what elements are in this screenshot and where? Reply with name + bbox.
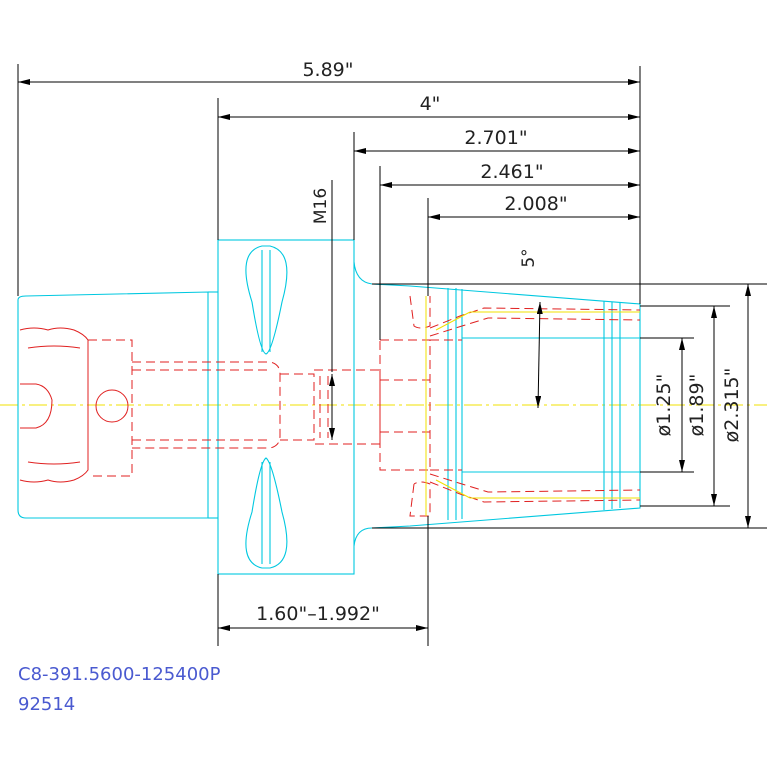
dim-adjust-range: 1.60"–1.992" (256, 603, 380, 625)
dim-angle: 5° (519, 248, 539, 267)
dimension-lines (18, 79, 751, 631)
dim-overall-length: 5.89" (302, 59, 353, 81)
dim-2701: 2.701" (464, 127, 527, 149)
part-number: C8-391.5600-125400P (18, 664, 221, 685)
holder-outline (17, 239, 641, 575)
dim-thread: M16 (311, 188, 331, 224)
dim-dia-2315: ø2.315" (721, 368, 743, 443)
dim-2008: 2.008" (504, 193, 567, 215)
dim-dia-189: ø1.89" (686, 374, 708, 437)
dim-dia-125: ø1.25" (653, 374, 675, 437)
internal-bore (19, 295, 641, 517)
taper-lines (425, 296, 640, 516)
dim-flange-length: 4" (420, 93, 441, 115)
dim-2461: 2.461" (480, 161, 543, 183)
part-code: 92514 (18, 694, 75, 715)
